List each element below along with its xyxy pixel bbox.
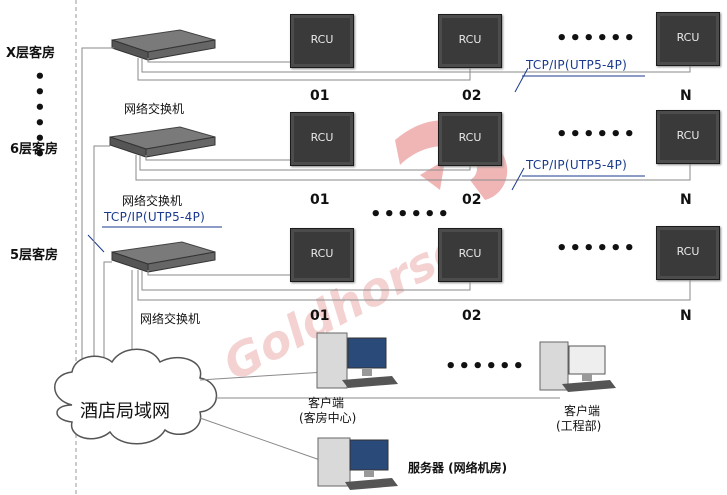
unit-number-02: 02 [462,88,482,104]
uplink-x [81,47,114,380]
unit-number-01: 01 [310,192,330,208]
pc-icon [539,341,616,392]
client2-label: 客户端 [564,404,601,418]
client2-sublabel: (工程部) [556,419,602,433]
ellipsis-5: •••••• [556,238,638,259]
unit-number-n: N [680,88,692,104]
unit-number-01: 01 [310,88,330,104]
switch-x [111,29,216,61]
tcp-label-x: TCP/IP(UTP5-4P) [526,58,628,72]
ellipsis-6: •••••• [556,124,638,145]
tcp-mark-5 [87,234,105,253]
switch-6 [109,126,216,158]
unit-number-02: 02 [462,308,482,324]
link-server [199,417,321,461]
bus-x-3 [137,58,471,81]
switch-label-5: 网络交换机 [140,312,201,326]
lan-cloud [54,348,218,445]
ellipsis-clients: •••••• [445,356,527,377]
rcu-box: RCU [656,110,720,164]
tcp-mark-6 [511,167,525,191]
server-icon [317,437,398,490]
lan-label: 酒店局域网 [80,401,170,422]
uplink-6 [93,145,110,375]
tcp-label-6: TCP/IP(UTP5-4P) [526,158,628,172]
switch-5 [111,241,216,273]
unit-number-02: 02 [462,192,482,208]
client1-sublabel: (客房中心) [299,411,357,425]
uplink-5 [103,261,112,372]
floor-6-label: 6层客房 [10,142,59,157]
rcu-box: RCU [438,228,502,282]
bus-5-2 [141,270,471,291]
floor-x-label: X层客房 [6,46,56,61]
unit-number-n: N [680,192,692,208]
client1-label: 客户端 [308,396,345,410]
rcu-box: RCU [290,14,354,68]
rcu-box: RCU [290,112,354,166]
rcu-box: RCU [656,12,720,66]
rcu-box: RCU [438,112,502,166]
rcu-box: RCU [438,14,502,68]
tcp-mark-x [514,67,529,93]
switch-label-x: 网络交换机 [124,102,185,116]
pc-icon [316,332,398,389]
rcu-box: RCU [656,226,720,280]
bus-6-3 [135,155,691,181]
floor-5-label: 5层客房 [10,248,59,263]
ellipsis-x: •••••• [556,28,638,49]
link-client1 [199,371,326,381]
rcu-box: RCU [290,228,354,282]
server-label: 服务器 (网络机房) [408,461,508,475]
tcp-label-5: TCP/IP(UTP5-4P) [104,210,206,224]
ellipsis-mid: •••••• [370,204,452,225]
vertical-ellipsis: •••••• [28,70,49,164]
bus-5-3 [137,270,691,301]
bus-x-2 [141,58,691,73]
switch-label-6: 网络交换机 [122,194,183,208]
unit-number-n: N [680,308,692,324]
unit-number-01: 01 [310,308,330,324]
bus-6-2 [139,155,471,171]
